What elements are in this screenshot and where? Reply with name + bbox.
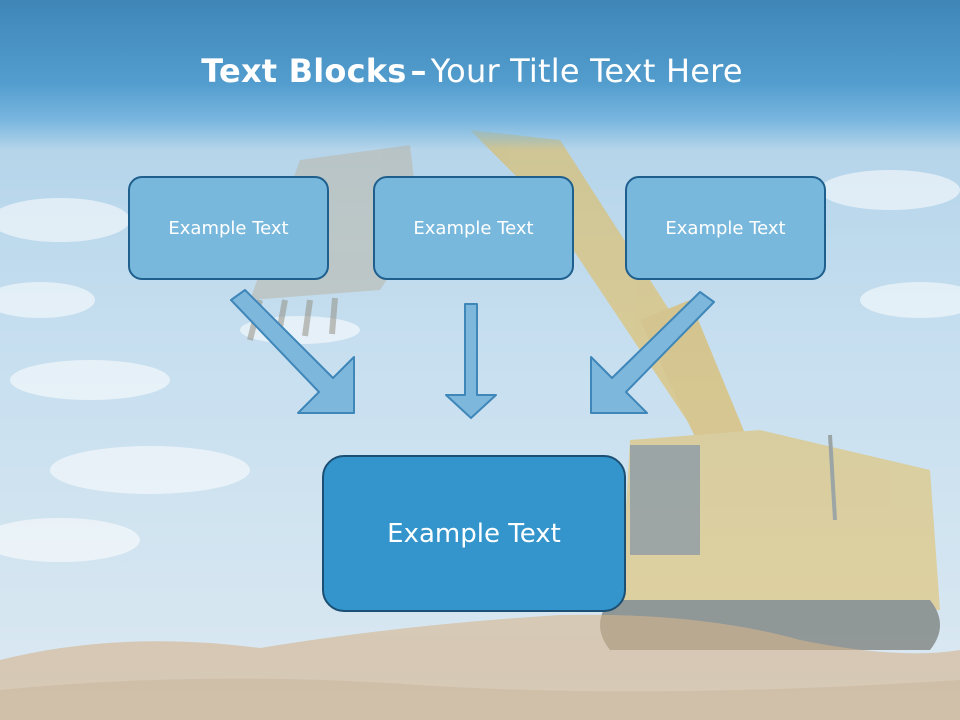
bottom-box: Example Text: [322, 455, 626, 612]
title-bar: [0, 0, 960, 150]
arrow-center-down: [445, 303, 497, 419]
title-dash: –: [410, 52, 427, 90]
title-rest: Your Title Text Here: [430, 52, 743, 90]
top-box-1-label: Example Text: [168, 217, 289, 239]
slide-title: Text Blocks–Your Title Text Here: [0, 52, 944, 90]
ground: [0, 614, 960, 720]
top-box-3: Example Text: [625, 176, 826, 280]
top-box-2-label: Example Text: [413, 217, 534, 239]
top-box-3-label: Example Text: [665, 217, 786, 239]
arrow-left-diagonal: [230, 289, 355, 414]
top-box-2: Example Text: [373, 176, 574, 280]
bottom-box-label: Example Text: [387, 518, 561, 549]
title-bold: Text Blocks: [201, 52, 407, 90]
arrow-right-diagonal: [590, 291, 715, 414]
top-box-1: Example Text: [128, 176, 329, 280]
